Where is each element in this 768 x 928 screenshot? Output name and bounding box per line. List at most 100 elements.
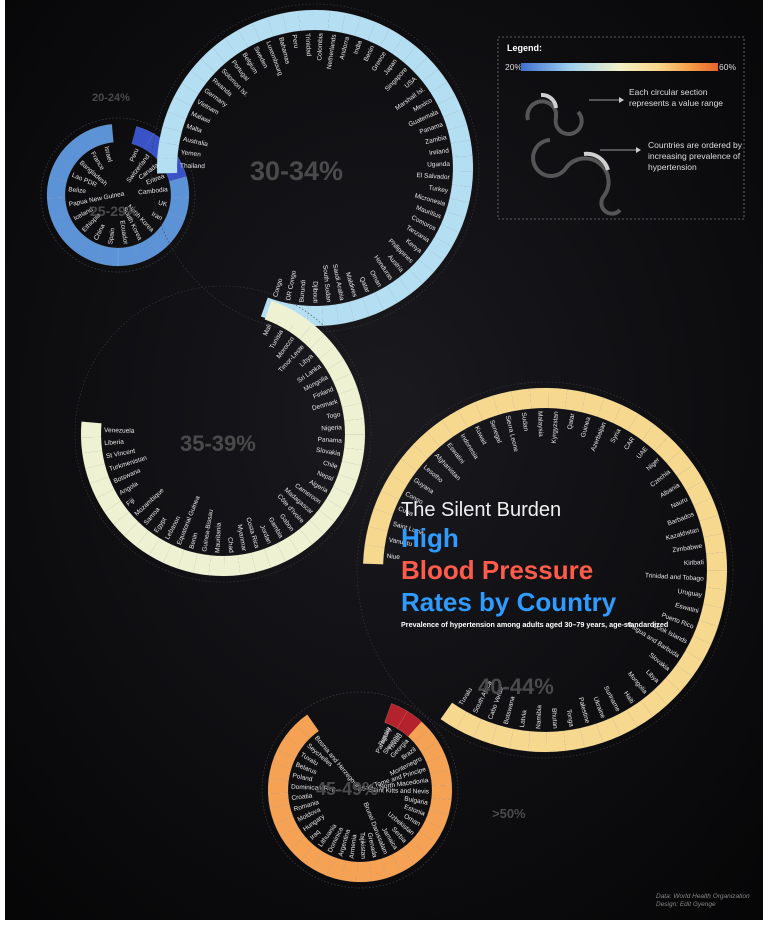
country-segment: [354, 16, 376, 41]
country-segment: [362, 544, 385, 565]
country-segment: [192, 553, 211, 576]
country-segment: [429, 797, 452, 816]
legend-item-2a: Countries are ordered by: [648, 140, 743, 150]
range-guide-circle: [261, 691, 459, 889]
country-segment: [285, 724, 310, 748]
range-label: 20-24%: [92, 92, 130, 104]
country-label: Colombia: [316, 33, 324, 61]
legend-min-label: 20%: [505, 62, 522, 72]
country-segment: [200, 47, 226, 73]
country-segment: [398, 268, 423, 294]
legend: Legend: 20% 60% Each circular section re…: [497, 36, 745, 220]
country-label: Ecuador: [118, 220, 129, 246]
country-label: Iran: [150, 211, 164, 223]
country-segment: [341, 402, 365, 421]
country-segment: [528, 731, 548, 753]
country-segment: [51, 212, 77, 239]
legend-arrowhead-1: [619, 97, 624, 103]
country-segment: [430, 81, 456, 105]
country-segment: [411, 830, 436, 855]
country-segment: [167, 96, 192, 119]
country-segment: [703, 533, 727, 555]
country-segment: [344, 434, 366, 451]
country-label: Burundi: [298, 280, 307, 303]
title-description: Prevalence of hypertension among adults …: [401, 620, 668, 629]
country-label: Bulgaria: [404, 795, 429, 807]
country-label: El Salvador: [416, 172, 450, 181]
country-label: Togo: [326, 411, 341, 420]
country-segment: [426, 754, 450, 775]
country-label: Armenia: [349, 834, 359, 859]
country-segment: [400, 444, 428, 472]
country-label: Tonga: [565, 709, 575, 728]
country-segment: [451, 170, 474, 188]
country-segment: [626, 700, 653, 728]
range-guide-circle: [356, 381, 734, 759]
country-segment: [280, 826, 306, 850]
country-segment: [288, 528, 313, 554]
country-label: Trinidad and Tobago: [645, 572, 705, 582]
country-segment: [692, 620, 719, 645]
country-segment: [665, 664, 693, 692]
title-line-1: High: [401, 523, 459, 553]
country-segment: [391, 847, 415, 873]
country-segment: [440, 702, 467, 730]
country-segment: [264, 300, 287, 325]
country-segment: [131, 126, 154, 150]
country-segment: [529, 387, 549, 409]
country-label: Benin: [188, 532, 199, 550]
country-label: Uganda: [427, 161, 450, 169]
country-label: Liberia: [104, 439, 124, 448]
country-segment: [163, 544, 185, 569]
country-segment: [356, 861, 373, 883]
country-label: Croatia: [291, 793, 313, 803]
country-segment: [457, 401, 483, 428]
country-label: Myanmar: [236, 524, 248, 553]
country-label: Ireland: [429, 147, 450, 157]
country-segment: [156, 157, 178, 174]
country-segment: [276, 306, 301, 332]
title-line-2: Blood Pressure: [401, 555, 593, 585]
country-segment: [312, 851, 335, 877]
country-label: South Sudan: [321, 265, 332, 303]
country-segment: [190, 58, 216, 84]
country-segment: [269, 804, 294, 824]
country-segment: [46, 176, 67, 199]
country-label: Thailand: [180, 163, 205, 170]
country-segment: [431, 784, 453, 801]
legend-snake: [531, 138, 622, 216]
country-segment: [113, 511, 139, 537]
legend-item-2b: increasing prevalence of: [648, 151, 741, 161]
country-segment: [313, 9, 330, 31]
country-label: Chile: [322, 460, 339, 471]
country-segment: [380, 28, 404, 54]
range-guide-circle: [150, 3, 480, 333]
country-segment: [449, 184, 473, 203]
country-label: Saint Kitts and Nevis: [369, 787, 430, 796]
country-segment: [344, 418, 366, 435]
country-segment: [252, 17, 274, 42]
country-segment: [612, 404, 639, 432]
country-segment: [133, 238, 159, 263]
country-segment: [307, 305, 324, 327]
country-segment: [685, 480, 713, 506]
country-label: Kiribati: [684, 559, 704, 567]
country-segment: [321, 304, 339, 326]
country-segment: [177, 549, 198, 574]
legend-arrowhead-2: [636, 147, 641, 153]
country-segment: [402, 46, 428, 72]
country-segment: [162, 111, 187, 133]
country-label: Malaysia: [536, 411, 544, 437]
country-label: Qatar: [567, 412, 577, 430]
range-guide-circle: [74, 285, 372, 583]
country-segment: [297, 9, 315, 31]
country-segment: [563, 727, 585, 751]
country-segment: [389, 458, 417, 486]
country-segment: [212, 37, 237, 64]
country-segment: [420, 741, 446, 763]
country-segment: [276, 536, 300, 562]
range-label: 40-44%: [478, 674, 554, 699]
country-segment: [402, 840, 426, 865]
